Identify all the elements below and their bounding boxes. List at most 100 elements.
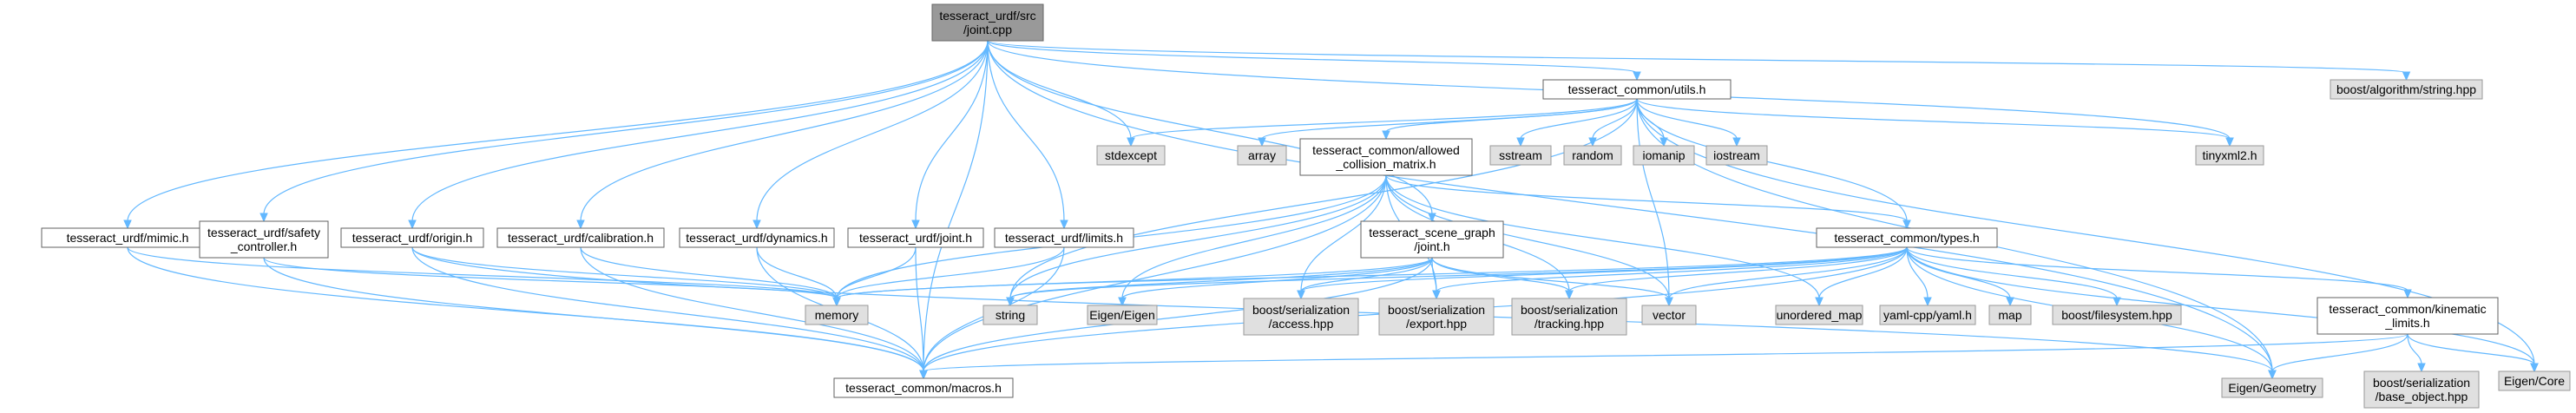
node-box [1237, 145, 1287, 166]
edge-arrowhead [408, 220, 417, 230]
node-umap: unordered_map [1775, 305, 1863, 325]
graph-nodes: tesseract_urdf/src/joint.cpp tesseract_co… [41, 3, 2571, 409]
node-eigencore: Eigen/Core [2498, 370, 2571, 391]
node-boost_algo: boost/algorithm/string.hpp [2330, 79, 2483, 100]
node-jointh[interactable]: tesseract_urdf/joint.h [847, 227, 984, 248]
node-export: boost/serialization/export.hpp [1378, 298, 1495, 336]
node-label: random [1572, 148, 1613, 162]
node-box [2316, 297, 2499, 335]
node-tinyxml2: tinyxml2.h [2195, 145, 2264, 166]
node-dynamics[interactable]: tesseract_urdf/dynamics.h [679, 227, 835, 248]
node-kinlimits[interactable]: tesseract_common/kinematic_limits.h [2316, 297, 2499, 335]
node-label: unordered_map [1777, 308, 1863, 322]
edge-root-jointh [911, 40, 989, 230]
edge-arrowhead [2530, 363, 2539, 373]
edge-arrowhead [1297, 290, 1305, 300]
edge-kinlimits-baseobj [2407, 333, 2426, 373]
node-mimic[interactable]: tesseract_urdf/mimic.h [41, 227, 214, 248]
node-calibration[interactable]: tesseract_urdf/calibration.h [496, 227, 665, 248]
node-label: tesseract_urdf/joint.h [859, 231, 972, 245]
node-safety[interactable]: tesseract_urdf/safety_controller.h [199, 220, 329, 259]
edge-arrowhead [1815, 297, 1824, 307]
edge-arrowhead [911, 220, 920, 230]
node-box [2052, 305, 2182, 325]
node-label: boost/serialization [1388, 303, 1485, 317]
node-box [496, 227, 665, 248]
graph-edges [123, 40, 2539, 380]
node-root[interactable]: tesseract_urdf/src/joint.cpp [931, 3, 1044, 42]
node-label: tinyxml2.h [2202, 148, 2257, 162]
node-box [1511, 298, 1627, 336]
node-box [994, 227, 1134, 248]
edge-utils-acm [1382, 98, 1638, 141]
edge-origin-memory [411, 246, 841, 307]
node-box [1879, 305, 1976, 325]
node-acm[interactable]: tesseract_common/allowed_collision_matri… [1299, 138, 1473, 176]
node-label: tesseract_urdf/limits.h [1005, 231, 1123, 245]
edge-arrowhead [832, 297, 841, 307]
node-label: boost/serialization [1252, 303, 1350, 317]
node-label: map [1998, 308, 2021, 322]
node-label: tesseract_common/types.h [1834, 231, 1979, 245]
edge-arrowhead [1902, 220, 1911, 230]
node-stdexcept: stdexcept [1096, 145, 1166, 166]
node-origin[interactable]: tesseract_urdf/origin.h [340, 227, 484, 248]
node-label: /joint.h [1414, 239, 1449, 253]
node-box [1988, 305, 2032, 325]
edge-root-mimic [123, 40, 989, 230]
node-box [1378, 298, 1495, 336]
edge-arrowhead [1127, 137, 1135, 148]
edge-arrowhead [2006, 297, 2014, 307]
edge-arrowhead [2225, 137, 2234, 148]
node-sgjoint[interactable]: tesseract_scene_graph/joint.h [1360, 220, 1504, 259]
node-memory: memory [805, 305, 869, 325]
node-utils[interactable]: tesseract_common/utils.h [1542, 79, 1732, 100]
edge-root-limits [987, 40, 1068, 230]
node-box [2363, 370, 2480, 409]
node-box [833, 377, 1014, 398]
node-tracking: boost/serialization/tracking.hpp [1511, 298, 1627, 336]
node-box [1360, 220, 1504, 259]
node-string: string [982, 305, 1038, 325]
node-geometry: Eigen/Geometry [2221, 377, 2323, 398]
node-label: tesseract_common/allowed [1312, 143, 1460, 157]
edge-arrowhead [1432, 290, 1441, 300]
edge-utils-sstream [1516, 98, 1638, 148]
node-box [2221, 377, 2323, 398]
edge-types-tracking [1565, 246, 1908, 300]
node-label: sstream [1499, 148, 1542, 162]
edge-root-boost_algo [987, 40, 2411, 82]
edge-arrowhead [2268, 370, 2277, 380]
edge-arrowhead [1732, 137, 1741, 148]
node-fs: boost/filesystem.hpp [2052, 305, 2182, 325]
edge-arrowhead [1006, 297, 1015, 307]
edge-kinlimits-geometry [2268, 333, 2408, 380]
edge-utils-tinyxml2 [1636, 98, 2234, 148]
edge-root-safety [260, 40, 989, 223]
node-label: /base_object.hpp [2376, 390, 2468, 403]
edge-root-stdexcept [987, 40, 1135, 148]
edge-arrowhead [576, 220, 585, 230]
edge-root-macros [919, 40, 989, 380]
node-yaml: yaml-cpp/yaml.h [1879, 305, 1976, 325]
node-label: Eigen/Core [2504, 374, 2565, 388]
node-map: map [1988, 305, 2032, 325]
node-box [1563, 145, 1622, 166]
node-box [1775, 305, 1863, 325]
edge-utils-iostream [1636, 98, 1741, 148]
edge-arrowhead [2403, 289, 2412, 299]
node-label: tesseract_common/macros.h [845, 381, 1002, 395]
node-types[interactable]: tesseract_common/types.h [1816, 227, 1998, 248]
node-box [679, 227, 835, 248]
node-limits[interactable]: tesseract_urdf/limits.h [994, 227, 1134, 248]
node-macros[interactable]: tesseract_common/macros.h [833, 377, 1014, 398]
edge-arrowhead [1633, 71, 1641, 82]
node-label: /access.hpp [1269, 317, 1334, 331]
node-label: _limits.h [2384, 316, 2429, 330]
node-label: tesseract_common/kinematic [2329, 302, 2486, 316]
edge-kinlimits-eigencore [2407, 333, 2539, 373]
node-label: tesseract_urdf/origin.h [352, 231, 473, 245]
node-box [1641, 305, 1697, 325]
node-box [199, 220, 329, 259]
